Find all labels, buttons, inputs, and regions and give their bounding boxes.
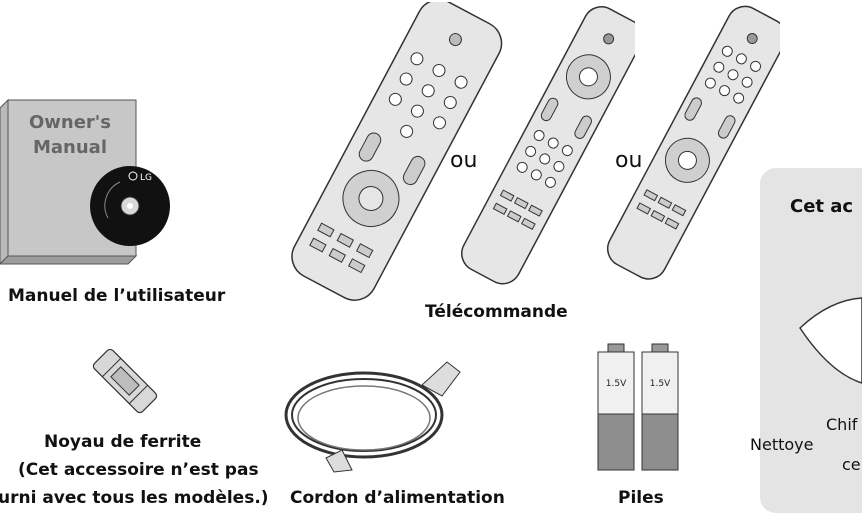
remote-separator-1: ou [450, 148, 478, 173]
remote-caption: Télécommande [425, 302, 568, 322]
manual-cover-title-line1: Owner's [29, 112, 111, 133]
side-info-box: Cet ac Chif Nettoye ce [750, 168, 862, 513]
cd-disc: LG [90, 166, 170, 246]
batteries-illustration: 1.5V 1.5V [597, 343, 679, 471]
side-box-title: Cet ac [790, 196, 854, 217]
remote-control-3 [606, 5, 780, 280]
ferrite-core-illustration [92, 348, 158, 414]
power-cord-caption: Cordon d’alimentation [290, 488, 505, 508]
battery-right-voltage: 1.5V [650, 379, 671, 389]
battery-left-voltage: 1.5V [606, 379, 627, 389]
side-box-line3: ce [842, 455, 861, 474]
cd-brand-label: LG [140, 173, 152, 183]
power-cord-illustration [284, 361, 461, 473]
remote-control-2 [461, 6, 635, 285]
owners-manual-illustration: Owner's Manual LG [0, 98, 170, 265]
cleaning-cloth-illustration [799, 297, 862, 384]
side-box-line2: Nettoye [750, 435, 814, 454]
manual-cover-title-line2: Manual [33, 137, 107, 158]
side-box-line1: Chif [826, 415, 858, 434]
ferrite-caption-line1: Noyau de ferrite [44, 432, 202, 452]
ferrite-caption-line3: urni avec tous les modèles.) [0, 488, 269, 508]
batteries-caption: Piles [618, 488, 664, 508]
remote-separator-2: ou [615, 148, 643, 173]
remote-control-1 [291, 2, 503, 301]
ferrite-caption-line2: (Cet accessoire n’est pas [18, 460, 259, 480]
manual-caption: Manuel de l’utilisateur [8, 286, 226, 306]
